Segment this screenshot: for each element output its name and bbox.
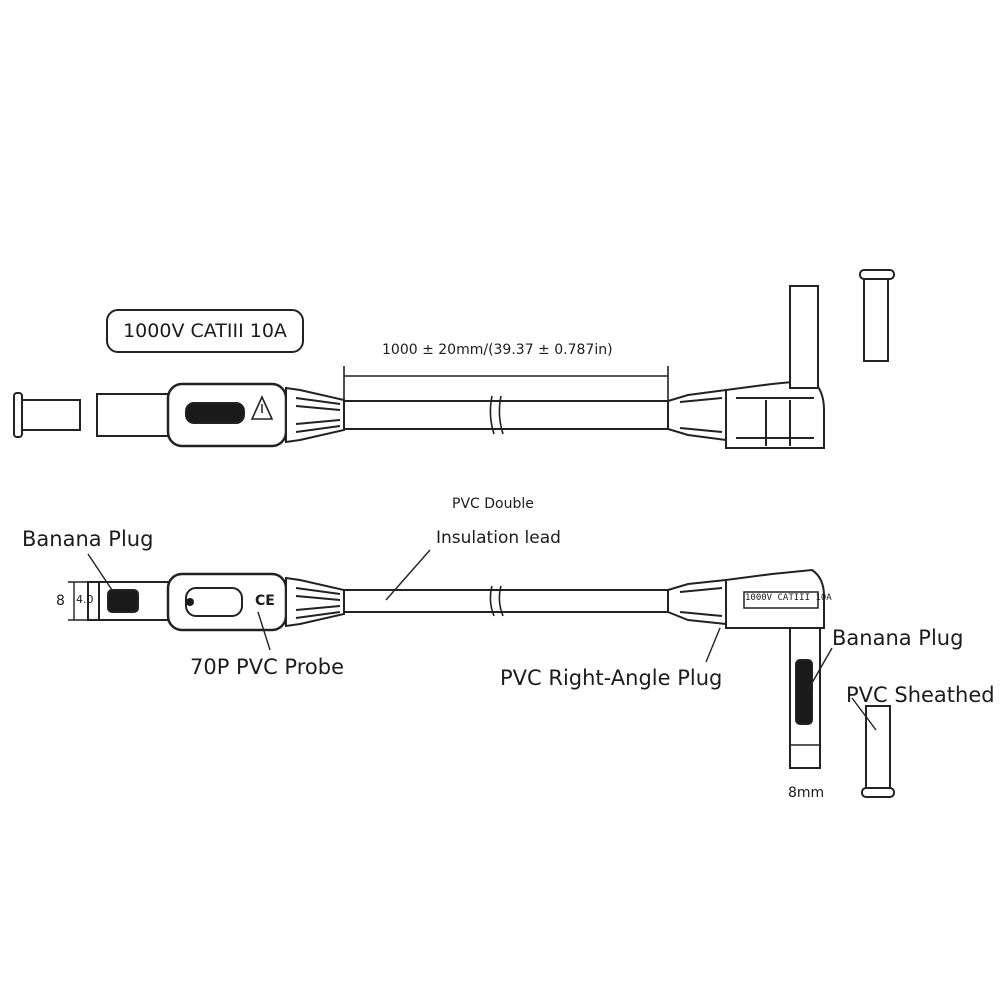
probe-label: 70P PVC Probe xyxy=(190,655,344,679)
leader-lines xyxy=(87,549,877,731)
top-probe-body xyxy=(166,382,288,448)
insulation-label-line2: Insulation lead xyxy=(436,528,561,548)
dim-8-label: 8 xyxy=(56,593,65,609)
bottom-probe-strain-relief xyxy=(285,576,345,628)
banana-plug-right-label: Banana Plug xyxy=(832,626,964,650)
bottom-right-sheath xyxy=(861,705,895,798)
insulation-label-line1: PVC Double xyxy=(452,496,534,512)
top-banana-pin xyxy=(96,393,170,437)
bottom-cable xyxy=(344,585,668,617)
bottom-banana-plug xyxy=(68,581,171,621)
right-angle-plug-label: PVC Right-Angle Plug xyxy=(500,666,723,690)
probe-ce-mark: CE xyxy=(255,593,275,609)
length-dimension-label: 1000 ± 20mm/(39.37 ± 0.787in) xyxy=(382,342,613,358)
top-right-angle-plug xyxy=(667,285,825,449)
rating-label: 1000V CATIII 10A xyxy=(106,309,304,353)
banana-plug-left-label: Banana Plug xyxy=(22,527,154,551)
bottom-probe-body xyxy=(166,572,288,632)
top-sheath-cap xyxy=(13,392,81,438)
pvc-sheathed-label: PVC Sheathed xyxy=(846,683,995,707)
right-plug-marking: 1000V CATIII 10A xyxy=(745,593,832,603)
top-right-sheath xyxy=(859,269,895,362)
top-probe-strain-relief xyxy=(285,386,345,444)
top-cable xyxy=(344,395,668,435)
dim-4-label: 4.0 xyxy=(76,593,94,606)
bottom-right-angle-plug xyxy=(667,568,825,769)
length-dimension-line xyxy=(343,366,669,430)
dim-8mm-label: 8mm xyxy=(788,785,825,801)
